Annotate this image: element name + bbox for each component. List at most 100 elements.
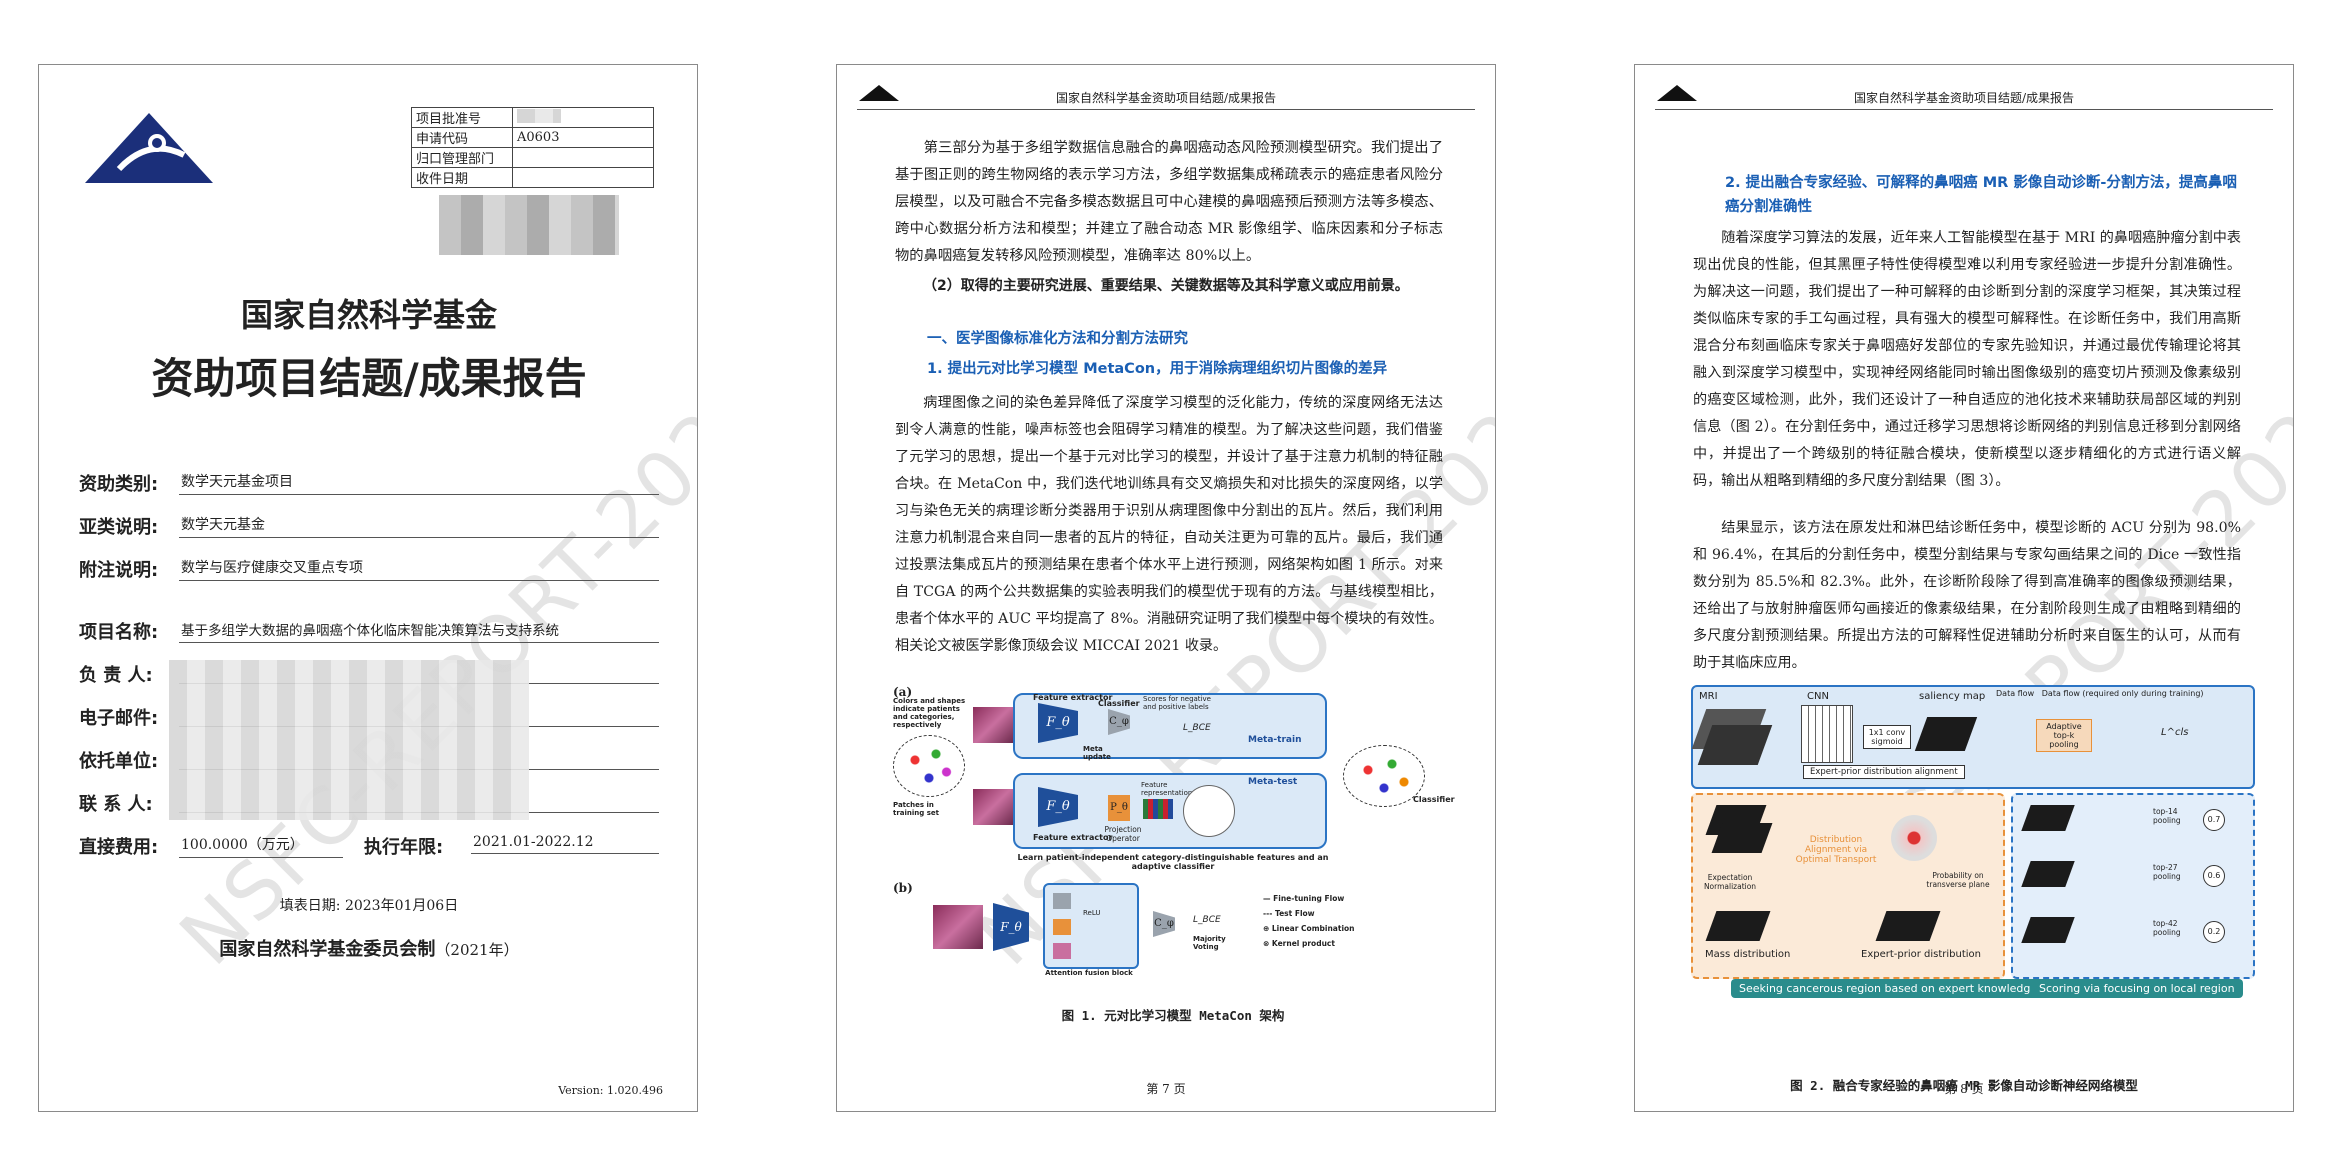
expectation-label: Expectation Normalization: [1703, 873, 1757, 891]
page-header: 国家自然科学基金资助项目结题/成果报告: [857, 79, 1475, 110]
expert-map: [1875, 911, 1941, 941]
committee-name: 国家自然科学基金委员会制: [219, 939, 436, 960]
field-label: 电子邮件:: [79, 708, 159, 729]
blue-heading: 2. 提出融合专家经验、可解释的鼻咽癌 MR 影像自动诊断-分割方法，提高鼻咽癌…: [1725, 175, 2237, 215]
blue-subheading: 1. 提出元对比学习模型 MetaCon，用于消除病理组织切片图像的差异: [927, 361, 1388, 377]
section-heading: （2）取得的主要研究进展、重要结果、关键数据等及其科学意义或应用前景。: [923, 278, 1409, 294]
fund-title: 国家自然科学基金: [240, 296, 497, 334]
top-pipeline-box: [1691, 685, 2255, 789]
field-label: 亚类说明:: [79, 517, 159, 538]
paragraph: 病理图像之间的染色差异降低了深度学习模型的泛化能力，传统的深度网络无法达到令人满…: [895, 395, 1443, 654]
attention-label: Attention fusion block: [1045, 969, 1133, 977]
field-label: 依托单位:: [79, 751, 159, 772]
feature-extractor-block: F_θ: [1038, 703, 1078, 743]
barcode-redacted: [439, 195, 619, 255]
learn-caption: Learn patient-independent category-disti…: [1017, 853, 1329, 871]
mass-map: [1705, 911, 1771, 941]
top27-label: top-27 pooling: [2153, 863, 2181, 881]
projection-block: P_θ: [1108, 795, 1130, 821]
committee-year: （2021年）: [435, 941, 519, 959]
projection-label: Projection Operator: [1104, 825, 1142, 843]
field-label: 资助类别:: [79, 474, 159, 495]
top42-label: top-42 pooling: [2153, 919, 2181, 937]
expert-dist-label: Expert-prior distribution: [1861, 949, 1982, 960]
classifier-block: C_φ: [1153, 911, 1175, 937]
page-header: 国家自然科学基金资助项目结题/成果报告: [1655, 79, 2273, 110]
classifier-block: C_φ: [1108, 709, 1130, 735]
info-row: 申请代码 A0603: [411, 127, 654, 148]
score-value: 0.2: [2203, 921, 2225, 943]
figure-caption: 图 1. 元对比学习模型 MetaCon 架构: [1061, 1008, 1285, 1023]
nsfc-logo-icon: [85, 113, 213, 183]
meta-train-label: Meta-train: [1248, 735, 1302, 745]
paragraph: 结果显示，该方法在原发灶和淋巴结诊断任务中，模型诊断的 ACU 分别为 98.0…: [1693, 520, 2241, 671]
panel-label: (b): [893, 881, 913, 895]
legend: Data flow Data flow (required only durin…: [1996, 689, 2246, 698]
field-label: 附注说明:: [79, 560, 159, 581]
seeking-label: Seeking cancerous region based on expert…: [1731, 979, 2046, 998]
scoring-label: Scoring via focusing on local region: [2031, 979, 2243, 998]
info-value: [512, 167, 654, 188]
legend-kernel: ⊗ Kernel product: [1263, 939, 1335, 948]
output-cluster: [1343, 745, 1425, 807]
report-title: 资助项目结题/成果报告: [151, 354, 587, 403]
patches-label: Patches in training set: [893, 801, 939, 817]
field-value: 数学与医疗健康交叉重点专项: [179, 557, 659, 581]
info-label: 申请代码: [411, 127, 513, 148]
legend: — Fine-tuning Flow --- Test Flow ⊕ Linea…: [1263, 891, 1355, 951]
blue-heading: 一、医学图像标准化方法和分割方法研究: [927, 331, 1188, 347]
patch-image: [973, 707, 1013, 743]
cnn-label: CNN: [1807, 691, 1829, 702]
conv-block: 1x1 conv sigmoid: [1863, 725, 1911, 749]
info-label: 收件日期: [411, 167, 513, 188]
info-row: 收件日期: [411, 167, 654, 188]
info-row: 归口管理部门: [411, 147, 654, 168]
cost-value: 100.0000（万元）: [179, 834, 343, 858]
relu-label: ReLU: [1083, 909, 1101, 917]
info-value: [512, 107, 654, 128]
panel-label: (a): [893, 685, 913, 699]
feature-repr-label: Feature representation: [1141, 781, 1193, 797]
probability-label: Probability on transverse plane: [1926, 871, 1990, 889]
saliency-label: saliency map: [1919, 691, 1986, 702]
report-page-8: NSFC-REPORT-2022 国家自然科学基金资助项目结题/成果报告 2. …: [1634, 64, 2294, 1112]
committee-line: 国家自然科学基金委员会制（2021年）: [39, 935, 697, 961]
classifier-label: Classifier: [1098, 699, 1140, 708]
figure-caption: 图 2. 融合专家经验的鼻咽癌 MR 影像自动诊断神经网络模型: [1790, 1078, 2138, 1093]
attention-block: [1053, 893, 1071, 909]
paragraph: 第三部分为基于多组学数据信息融合的鼻咽癌动态风险预测模型研究。我们提出了基于图正…: [895, 140, 1443, 264]
page-number: 第 8 页: [1944, 1082, 1984, 1096]
score-value: 0.6: [2203, 865, 2225, 887]
nsfc-logo-icon: [1657, 85, 1697, 101]
meta-test-label: Meta-test: [1248, 777, 1298, 787]
redacted-contact-info: [169, 660, 529, 820]
field-label: 负 责 人:: [79, 665, 153, 686]
scores-label: Scores for negative and positive labels: [1143, 695, 1211, 711]
fill-date: 填表日期: 2023年01月06日: [279, 898, 459, 914]
majority-label: Majority Voting: [1193, 935, 1226, 951]
figure-diagnosis-network: MRI CNN 1x1 conv sigmoid saliency map Da…: [1691, 685, 2255, 1015]
field-value: 数学天元基金: [179, 514, 659, 538]
cnn-block: [1801, 705, 1853, 763]
legend-linear: ⊕ Linear Combination: [1263, 924, 1355, 933]
mass-label: Mass distribution: [1705, 949, 1791, 960]
adaptive-pooling-block: Adaptive top-k pooling: [2036, 719, 2092, 752]
loss-label: L^cls: [2161, 727, 2189, 738]
feature-extractor-label: Feature extractor: [1033, 693, 1113, 702]
loss-label: L_BCE: [1183, 723, 1211, 733]
patch-image: [933, 905, 983, 949]
attention-block: [1053, 919, 1071, 935]
period-value: 2021.01-2022.12: [471, 834, 659, 854]
field-value: 数学天元基金项目: [179, 471, 659, 495]
embedding-circle: [1183, 785, 1235, 837]
version-label: Version: 1.020.496: [558, 1084, 663, 1097]
info-value: [512, 147, 654, 168]
legend-data-flow: Data flow: [1996, 689, 2035, 698]
classifier-output-label: Classifier: [1413, 795, 1455, 804]
patch-image: [973, 789, 1013, 825]
field-label: 联 系 人:: [79, 794, 153, 815]
page-number: 第 7 页: [1146, 1082, 1186, 1096]
report-page-7: NSFC-REPORT-2022 国家自然科学基金资助项目结题/成果报告 第三部…: [836, 64, 1496, 1112]
info-value: A0603: [512, 127, 654, 148]
legend-test-flow: --- Test Flow: [1263, 909, 1315, 918]
